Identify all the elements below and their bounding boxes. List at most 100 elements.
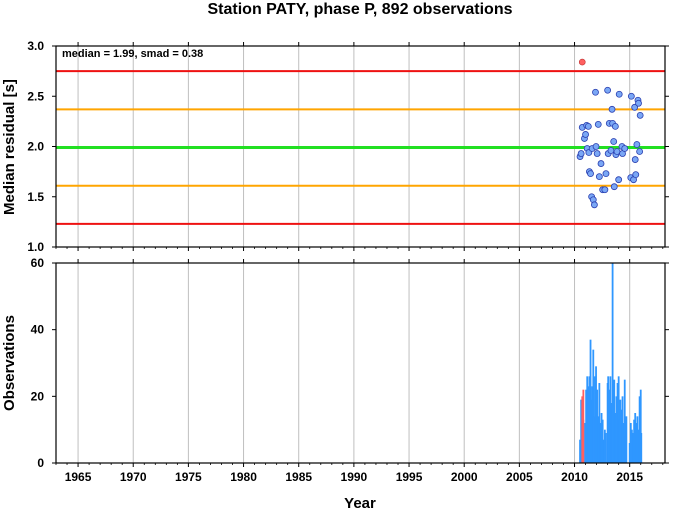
observation-bar <box>639 389 642 463</box>
residual-panel: 1.01.52.02.53.0 <box>27 39 669 254</box>
observation-bar <box>579 439 581 463</box>
observation-bar <box>603 429 606 463</box>
residual-point <box>595 173 603 181</box>
observation-bar <box>585 389 588 463</box>
observation-bar <box>635 423 638 463</box>
residual-point <box>611 123 619 130</box>
residual-point <box>615 176 623 184</box>
count-y-tick-label: 60 <box>31 256 45 270</box>
observation-bar <box>602 439 605 463</box>
residual-point <box>632 171 640 179</box>
observation-bar <box>632 433 634 463</box>
observation-bar <box>599 423 602 463</box>
count-y-tick-label: 0 <box>37 456 44 470</box>
observation-bar <box>640 433 643 463</box>
residual-point <box>636 148 644 155</box>
observation-bar <box>613 379 616 463</box>
observation-bar <box>634 413 637 463</box>
count-y-axis-title: Observations <box>1 315 18 411</box>
residual-point <box>590 201 598 209</box>
residual-point <box>610 138 618 145</box>
x-tick-label: 1995 <box>396 470 423 484</box>
residual-point <box>633 141 641 148</box>
observation-bar <box>614 413 617 463</box>
x-tick-label: 2010 <box>561 470 588 484</box>
observation-bar <box>623 379 626 463</box>
residual-y-tick-label: 2.0 <box>27 140 44 154</box>
observation-bar <box>584 423 586 463</box>
count-frame <box>55 262 666 464</box>
observation-bar <box>591 386 594 463</box>
outlier-bar <box>581 396 584 463</box>
observation-bar <box>594 376 596 463</box>
residual-point <box>613 148 621 155</box>
residual-point <box>608 105 616 113</box>
observation-bar <box>580 399 583 463</box>
residual-point <box>607 147 615 154</box>
observation-bar <box>615 396 618 463</box>
residual-y-axis-title: Median residual [s] <box>1 79 18 215</box>
residual-point <box>601 186 609 194</box>
residual-point <box>602 170 610 178</box>
count-y-tick-label: 40 <box>31 323 45 337</box>
x-tick-label: 2015 <box>616 470 643 484</box>
residual-point <box>631 156 639 163</box>
observation-bar <box>618 419 621 463</box>
residual-frame <box>55 45 666 248</box>
observation-bar <box>633 419 636 463</box>
observation-bar <box>586 376 589 463</box>
observation-bar <box>598 383 601 463</box>
observation-bar <box>629 423 632 463</box>
observation-bar <box>619 399 622 463</box>
observation-bar <box>610 403 613 463</box>
observation-bar <box>595 366 597 463</box>
observation-bar <box>621 396 624 463</box>
residual-point <box>610 183 618 191</box>
observation-bar <box>605 433 607 463</box>
x-tick-label: 2000 <box>451 470 478 484</box>
residual-point <box>577 150 585 157</box>
residual-y-tick-label: 1.0 <box>27 240 44 254</box>
observation-bar <box>611 263 614 463</box>
residual-point <box>615 90 623 98</box>
x-tick-label: 1985 <box>285 470 312 484</box>
observation-bar <box>597 416 600 463</box>
observation-bar <box>636 416 639 463</box>
observation-bar <box>628 443 631 463</box>
residual-point <box>584 123 592 130</box>
x-axis-title: Year <box>344 495 376 511</box>
residual-point <box>582 131 589 138</box>
residual-point <box>627 92 635 100</box>
residual-point <box>621 145 629 152</box>
x-tick-label: 2005 <box>506 470 533 484</box>
x-tick-label: 1980 <box>230 470 257 484</box>
residual-point <box>597 160 605 167</box>
observation-bar <box>588 376 591 463</box>
observation-bar <box>592 349 595 463</box>
observation-bar <box>600 413 603 463</box>
observation-bar <box>616 383 619 463</box>
outlier-bar <box>582 389 585 463</box>
observation-bar <box>631 429 633 463</box>
residual-point <box>631 103 639 111</box>
observation-bar <box>589 339 592 463</box>
observation-bar <box>625 416 628 463</box>
residual-y-tick-label: 3.0 <box>27 39 44 53</box>
observation-bar <box>592 416 595 463</box>
residual-point <box>592 143 600 150</box>
observation-bar <box>620 409 623 463</box>
x-tick-label: 1990 <box>341 470 368 484</box>
observation-bar <box>596 389 599 463</box>
observation-bar <box>622 423 625 463</box>
observation-bar <box>609 376 612 463</box>
residual-point <box>587 170 594 178</box>
observation-bar <box>608 389 611 463</box>
residual-point <box>604 86 612 94</box>
observation-bar <box>607 376 610 463</box>
residual-point <box>635 99 642 107</box>
residual-point <box>593 150 601 157</box>
observation-bar <box>601 419 604 463</box>
residual-y-tick-label: 1.5 <box>27 190 44 204</box>
x-tick-label: 1970 <box>120 470 147 484</box>
